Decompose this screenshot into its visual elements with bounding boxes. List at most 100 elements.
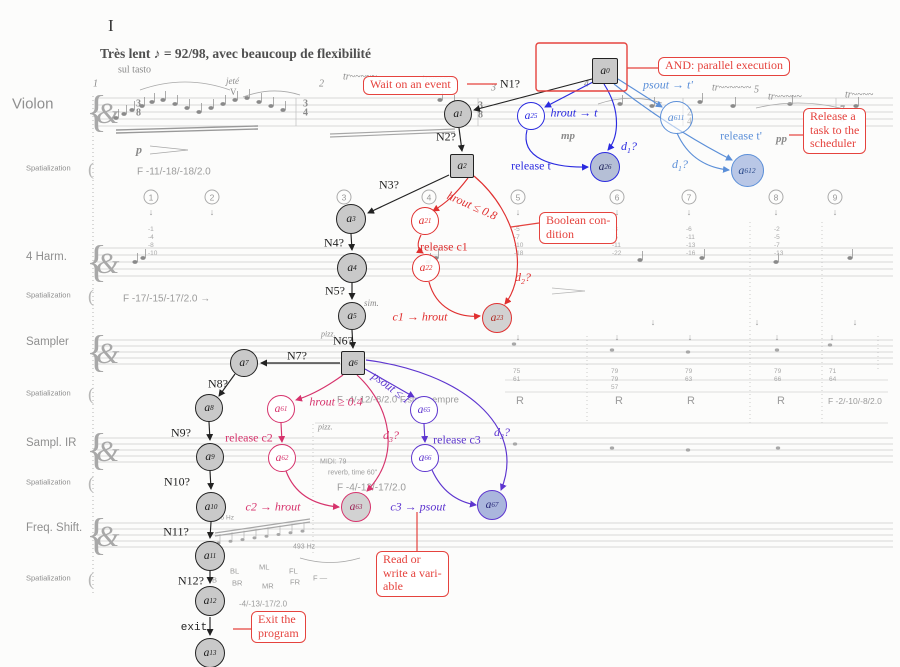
score-text: B: [212, 575, 218, 585]
edge-label-n12-: N12?: [178, 573, 204, 588]
score-text: 493 Hz: [293, 543, 316, 551]
score-instrument-label: Spatialization: [26, 477, 71, 487]
edge-label-psout-t-: psout → t': [643, 77, 693, 92]
score-text: 8: [478, 109, 483, 121]
edge-label-d2: d2?: [515, 269, 531, 287]
edge-label-release-c1: release c1: [420, 239, 468, 254]
score-text: 3: [136, 98, 141, 110]
edge-label-n3-: N3?: [379, 177, 399, 192]
down-arrow-icon: ↓: [650, 317, 656, 327]
svg-text:{: {: [86, 510, 107, 559]
annotation-boolean-condition: Boolean con-dition: [539, 212, 618, 245]
edge-label-n2-: N2?: [436, 129, 456, 144]
score-instrument-label: Freq. Shift.: [26, 522, 83, 534]
tempo-title: Très lent ♪ = 92/98, avec beaucoup de fl…: [100, 46, 372, 61]
annotation-wait-event: Wait on an event: [363, 76, 458, 95]
down-arrow-icon: ↓: [209, 207, 215, 217]
down-arrow-icon: ↓: [148, 207, 154, 217]
score-text: tr~~~~~: [768, 91, 802, 103]
down-arrow-icon: ↓: [832, 207, 838, 217]
score-instrument-label: Violon: [12, 95, 54, 113]
score-instrument-label: Sampl. IR: [26, 437, 77, 449]
score-text: MIDI: 79: [320, 458, 347, 466]
svg-text:&: &: [96, 520, 120, 553]
score-text: -4/-13/-17/2.0: [239, 599, 288, 609]
svg-text:(: (: [88, 286, 94, 307]
svg-text:&: &: [96, 337, 120, 370]
event-number-badge: 4: [421, 189, 437, 205]
svg-text:{: {: [86, 237, 107, 286]
down-arrow-icon: ↓: [614, 207, 620, 217]
score-text: pizz.: [321, 329, 336, 339]
svg-text:{: {: [86, 425, 107, 474]
down-arrow-icon: ↓: [614, 332, 620, 342]
score-text: 3: [303, 98, 308, 110]
score-text: F -2/-10/-8/2.0: [828, 396, 882, 406]
down-arrow-icon: ↓: [774, 332, 780, 342]
edge-label-n7-: N7?: [287, 348, 307, 363]
score-text: V: [230, 87, 237, 97]
event-number-badge: 8: [768, 189, 784, 205]
score-text: 8: [136, 107, 141, 119]
svg-text:{: {: [86, 87, 107, 136]
score-text: F -11/-18/-18/2.0: [137, 166, 211, 178]
svg-text:(: (: [88, 473, 94, 494]
svg-text:(: (: [88, 569, 94, 590]
event-number-badge: 7: [681, 189, 697, 205]
event-number-badge: 3: [336, 189, 352, 205]
score-text: pizz.: [318, 422, 333, 432]
down-arrow-icon: ↓: [852, 317, 858, 327]
score-text: ML: [259, 562, 270, 572]
edge-label-n11-: N11?: [163, 524, 189, 539]
score-text: 5: [754, 84, 759, 96]
edge-label-release-c3: release c3: [433, 432, 481, 447]
score-number-stack: -5-7-10-18: [514, 226, 524, 257]
score-text: R: [777, 395, 785, 407]
score-text: sul tasto: [118, 64, 152, 76]
score-instrument-label: Spatialization: [26, 573, 71, 583]
score-text: R: [687, 395, 695, 407]
score-text: sim.: [364, 298, 379, 308]
score-instrument-label: Spatialization: [26, 290, 71, 300]
down-arrow-icon: ↓: [686, 207, 692, 217]
section-mark: I: [108, 16, 114, 35]
score-text: reverb, time 60": [328, 469, 378, 477]
edge-label-c2-hrout: c2 → hrout: [245, 499, 301, 514]
edge-label-d1: d1?: [621, 138, 637, 156]
score-text: tr~~~~~: [343, 71, 377, 83]
edge-label-n4-: N4?: [324, 235, 344, 250]
event-number-badge: 2: [204, 189, 220, 205]
edge-label-n8-: N8?: [208, 376, 228, 391]
edge-label-n9-: N9?: [171, 425, 191, 440]
edge-label-n6-: N6?: [333, 333, 353, 348]
svg-text:&: &: [96, 97, 120, 130]
score-text: MR: [262, 581, 274, 591]
score-text: 4: [303, 107, 308, 119]
score-text: F —: [313, 573, 328, 583]
event-number-badge: 6: [609, 189, 625, 205]
